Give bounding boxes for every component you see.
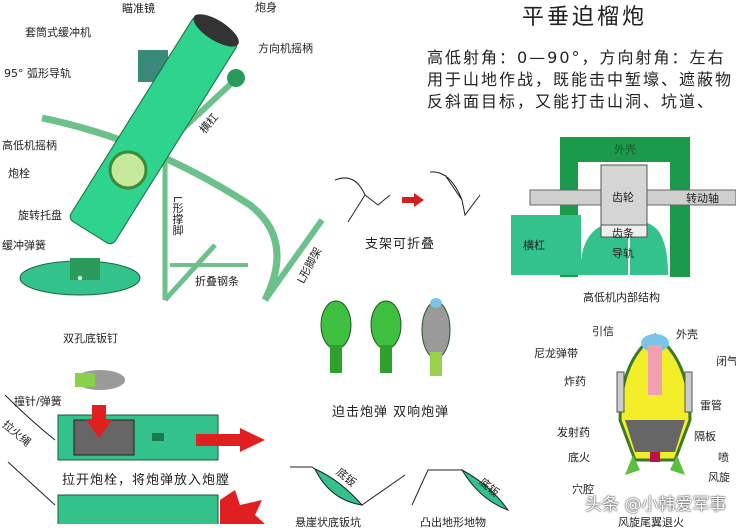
em-shell-label: 外壳 [614, 143, 636, 156]
round-nozzle-label: 喷 [718, 451, 729, 464]
elevation-mechanism-illustration [511, 137, 736, 277]
mortar-illustration [19, 14, 325, 302]
label-firing-pin: 撞针/弹簧 [14, 395, 62, 408]
round-nylon-band-label: 尼龙弹带 [534, 347, 578, 360]
em-caption: 高低机内部结构 [583, 291, 660, 304]
shells-illustration [75, 298, 451, 390]
label-l-support: L形撑脚 [171, 196, 184, 236]
folding-illustration [334, 171, 481, 223]
round-fins-label: 风旋 [708, 471, 730, 484]
breech-illustration [4, 394, 265, 524]
baseplate-caption-1: 悬崖状底钣坑 [295, 516, 361, 529]
em-shaft-label: 转动轴 [686, 192, 719, 205]
round-casing-label: 外壳 [676, 328, 698, 341]
round-explosive-label: 炸药 [564, 375, 586, 388]
label-sight: 瞄准镜 [122, 2, 155, 15]
round-detonator-label: 雷管 [700, 399, 722, 412]
round-partition-label: 隔板 [694, 430, 716, 443]
em-rail-label: 导轨 [612, 247, 634, 260]
em-gear-label: 齿轮 [612, 191, 634, 204]
label-recoil-sleeve: 套筒式缓冲机 [25, 26, 91, 39]
red-arrow [402, 193, 424, 207]
em-crossbar-label: 横杠 [523, 239, 545, 252]
watermark: 头条 @小韩爱军事 [585, 495, 727, 515]
round-cavity-label: 穴腔 [572, 483, 594, 496]
description-line-1: 高低射角：0—90°，方向射角：左右 [427, 48, 726, 67]
round-primer-label: 底火 [568, 451, 590, 464]
label-breech: 炮栓 [8, 167, 30, 180]
baseplate-caption-2: 凸出地形地物 [420, 516, 486, 529]
folding-caption: 支架可折叠 [365, 237, 436, 252]
round-structure-illustration [616, 333, 693, 475]
label-traverse-crank: 方向机摇柄 [258, 42, 313, 55]
label-buffer-spring: 缓冲弹簧 [2, 239, 46, 252]
label-barrel: 炮身 [255, 1, 277, 14]
round-propellant-label: 发射药 [557, 426, 590, 439]
label-elevation-crank: 高低机摇柄 [2, 139, 57, 152]
description-line-3: 反斜面目标，又能打击山洞、坑道、 [427, 92, 716, 111]
loading-caption: 拉开炮栓，将炮弹放入炮膛 [62, 473, 231, 488]
shells-caption: 迫击炮弹 双响炮弹 [332, 405, 450, 420]
description-line-2: 用于山地作战，既能击中堑壕、遮蔽物 [427, 70, 734, 89]
round-caption: 风旋尾翼退火 [618, 516, 684, 529]
em-rack-label: 齿条 [612, 227, 634, 240]
round-fuze-label: 引信 [592, 325, 614, 338]
page-title: 平垂迫榴炮 [522, 5, 648, 30]
label-base-nails: 双孔底钣钉 [63, 332, 118, 345]
round-gas-seal-label: 闭气 [716, 355, 736, 368]
label-rotating-tray: 旋转托盘 [18, 209, 62, 222]
label-arc-rail: 95° 弧形导轨 [4, 67, 71, 80]
baseplate-illustration [290, 466, 510, 512]
label-folding-rod: 折叠钢条 [195, 275, 239, 288]
